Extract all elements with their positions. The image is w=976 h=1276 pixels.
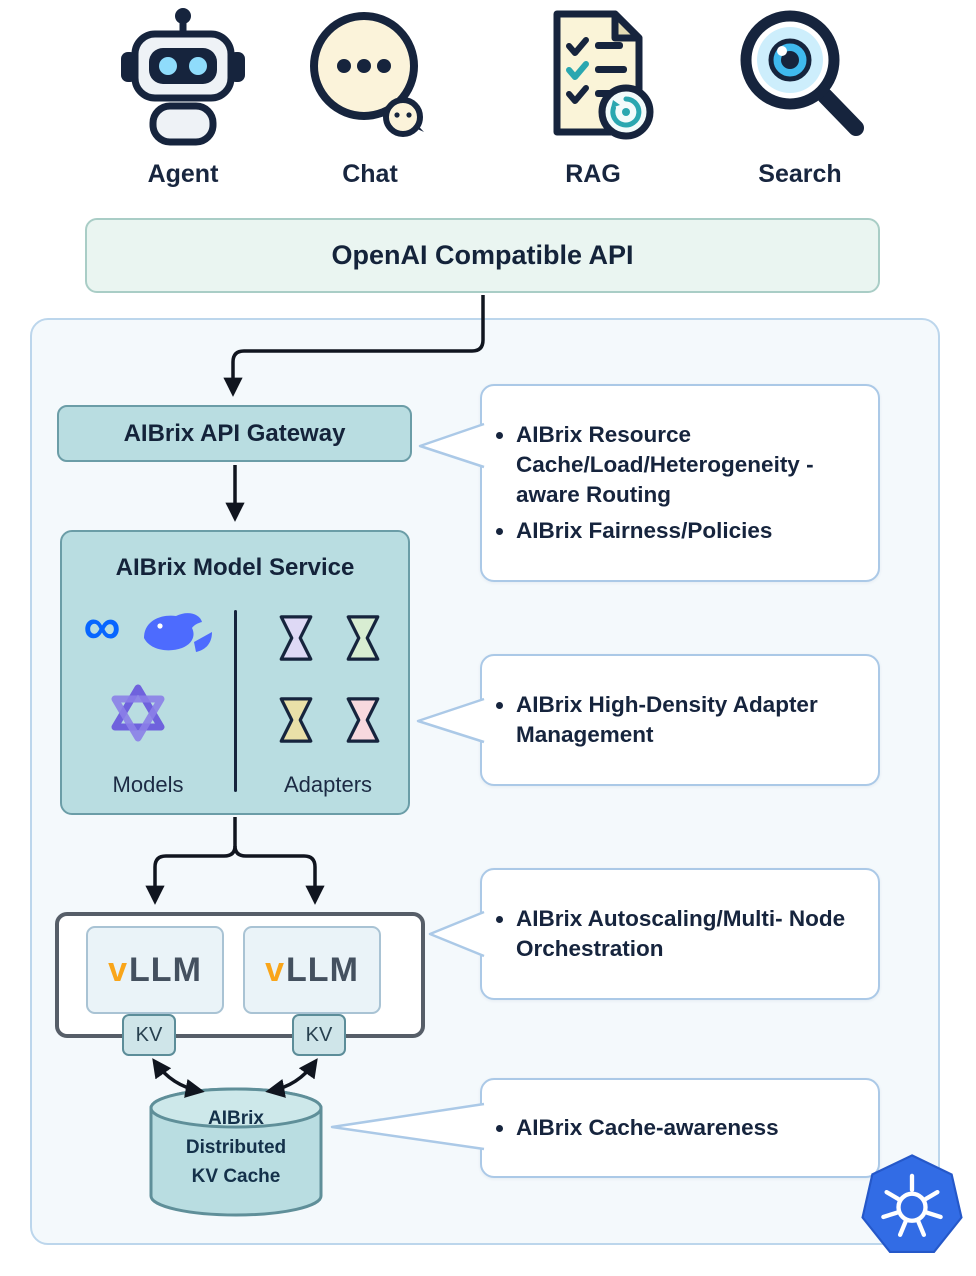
kv-cache-cylinder-label: AIBrix Distributed KV Cache — [148, 1104, 324, 1191]
model-service-box: AIBrix Model Service ∞ Models Adapters — [60, 530, 410, 815]
adapter-icon — [279, 615, 313, 661]
adapter-icon — [346, 615, 380, 661]
callout-autoscaling: AIBrix Autoscaling/Multi- Node Orchestra… — [480, 868, 880, 1000]
client-label-rag: RAG — [565, 160, 621, 188]
vllm-logo-text: LLM — [129, 950, 202, 989]
kv-cache-line1: AIBrix — [208, 1108, 264, 1129]
client-label-agent: Agent — [147, 160, 219, 188]
callout-bullet: AIBrix Fairness/Policies — [516, 516, 868, 546]
models-adapters-divider — [234, 610, 237, 792]
kv-cache-line2: Distributed — [185, 1137, 287, 1158]
vllm-logo-text: LLM — [286, 950, 359, 989]
rag-document-icon — [553, 10, 654, 140]
adapters-label: Adapters — [283, 772, 373, 797]
kv-label: KV — [135, 1023, 163, 1046]
callout-cache-awareness: AIBrix Cache-awareness — [480, 1078, 880, 1178]
api-gateway-box: AIBrix API Gateway — [57, 405, 412, 462]
vllm-instance: vLLM — [243, 926, 381, 1014]
meta-logo-icon: ∞ — [83, 598, 121, 656]
vllm-instance: vLLM — [86, 926, 224, 1014]
client-label-chat: Chat — [342, 160, 398, 188]
kv-cache-node: KV — [122, 1014, 176, 1056]
client-chat: Chat — [295, 4, 445, 189]
client-search: Search — [725, 4, 875, 189]
callout-bullet: AIBrix Autoscaling/Multi- Node Orchestra… — [516, 904, 868, 963]
client-rag: RAG — [518, 4, 668, 189]
vllm-logo: vLLM — [265, 951, 359, 990]
vllm-logo: vLLM — [108, 951, 202, 990]
chat-bubble-icon — [310, 12, 424, 137]
kubernetes-logo — [861, 1154, 963, 1254]
kv-cache-node: KV — [292, 1014, 346, 1056]
robot-agent-icon — [121, 8, 245, 146]
client-label-search: Search — [758, 160, 842, 188]
openai-api-bar: OpenAI Compatible API — [85, 218, 880, 293]
search-magnifier-icon — [740, 10, 864, 136]
kv-label: KV — [305, 1023, 333, 1046]
callout-bullet: AIBrix Resource Cache/Load/Heterogeneity… — [516, 420, 868, 509]
kv-cache-line3: KV Cache — [191, 1166, 281, 1187]
adapter-icon — [279, 697, 313, 743]
deepseek-whale-icon — [144, 613, 212, 652]
openai-api-label: OpenAI Compatible API — [331, 240, 634, 270]
qwen-logo-icon — [111, 684, 165, 742]
callout-bullet: AIBrix High-Density Adapter Management — [516, 690, 868, 749]
callout-bullet: AIBrix Cache-awareness — [516, 1113, 868, 1143]
api-gateway-label: AIBrix API Gateway — [123, 419, 346, 447]
callout-adapter-management: AIBrix High-Density Adapter Management — [480, 654, 880, 786]
client-agent: Agent — [108, 4, 258, 189]
vllm-logo-v: v — [265, 950, 286, 989]
model-service-title: AIBrix Model Service — [115, 554, 355, 581]
vllm-logo-v: v — [108, 950, 129, 989]
models-label: Models — [112, 772, 184, 797]
adapter-icon — [346, 697, 380, 743]
callout-routing: AIBrix Resource Cache/Load/Heterogeneity… — [480, 384, 880, 582]
